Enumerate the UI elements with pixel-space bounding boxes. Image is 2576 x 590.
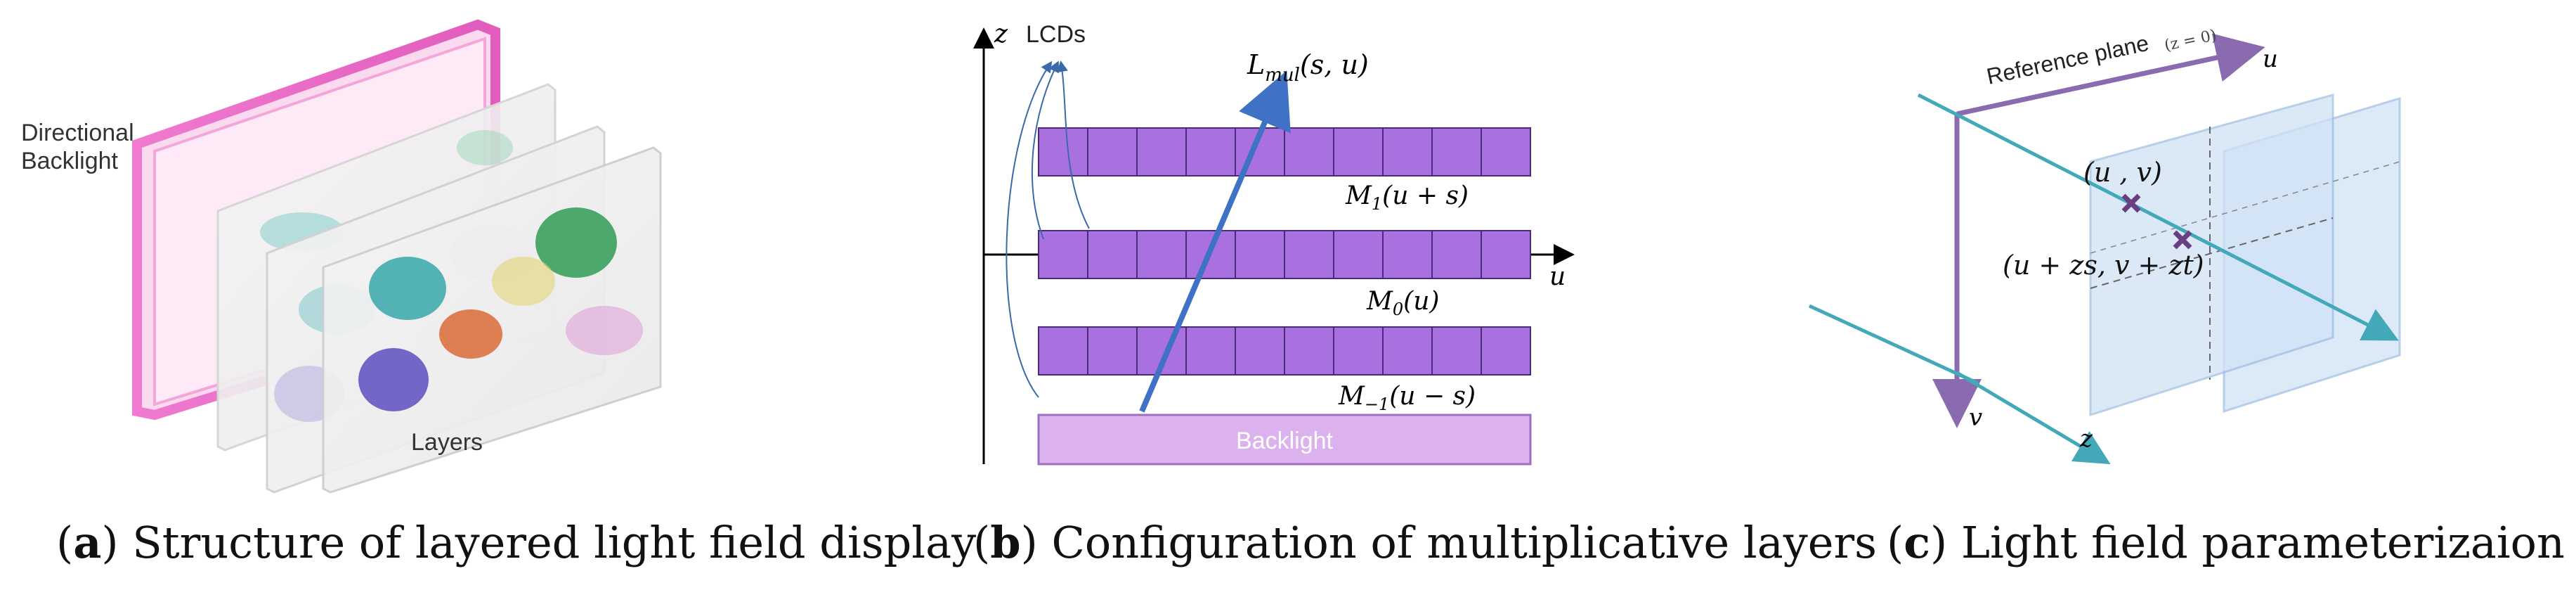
z-axis-arrow — [1956, 371, 2111, 465]
backlight-bar — [1037, 413, 1532, 466]
caption-a-letter: a — [73, 517, 102, 568]
layer-row-m1 — [1038, 127, 1531, 177]
u-axis-arrow — [1956, 33, 2265, 117]
lcds-label: LCDs — [1026, 21, 1086, 48]
point-uv-marker — [2121, 193, 2141, 213]
layer-cell — [1333, 230, 1384, 279]
light-ray — [1139, 70, 1291, 413]
layer-m1-label: M1(u + s) — [1345, 181, 1469, 214]
v-axis-label: v — [1969, 404, 1982, 432]
layer-cell — [1185, 127, 1236, 177]
layer-cell — [1185, 230, 1236, 279]
layer-cell — [1038, 326, 1088, 376]
lcd-pointer-middle — [1031, 60, 1059, 240]
layers-label: Layers — [411, 429, 483, 456]
backlight-label: Backlight — [1236, 428, 1334, 454]
backlight-label-line1: Directional — [21, 120, 134, 146]
z-axis-front — [1808, 304, 1979, 385]
layer-cell — [1038, 127, 1088, 177]
reference-plane-label: Reference plane — [1984, 30, 2151, 89]
caption-b: (b) Configuration of multiplicative laye… — [973, 517, 1877, 568]
point-shifted-marker — [2173, 230, 2192, 250]
parameterization-diagram: Reference plane (z = 0) u v z (u , v) (u… — [1808, 27, 2401, 465]
z-axis-label: z — [2079, 425, 2093, 453]
caption-b-letter: b — [990, 517, 1021, 568]
layer-cell — [1431, 230, 1482, 279]
layer-row-m-1 — [1038, 326, 1531, 376]
u-axis-label: u — [1549, 262, 1566, 291]
caption-a-text: Structure of layered light field display — [132, 517, 977, 568]
point-uv-label: (u , v) — [2083, 157, 2162, 188]
layer-cell — [1481, 230, 1531, 279]
layered-display-illustration: Directional Backlight Layers — [21, 19, 662, 494]
layer-cell — [1284, 230, 1334, 279]
layer-cell — [1038, 230, 1088, 279]
panel-b: z u Backlight LCDs Lmul(s, u) M1(u + s) … — [928, 0, 1877, 590]
grid-h — [2090, 217, 2334, 289]
u-axis-label: u — [2263, 45, 2278, 73]
caption-b-text: Configuration of multiplicative layers — [1051, 517, 1877, 568]
layer-cell — [1284, 326, 1334, 376]
layer-cell — [1481, 326, 1531, 376]
layer-cell — [1136, 127, 1187, 177]
layer-cell — [1333, 127, 1384, 177]
grid-h2 — [2090, 161, 2400, 254]
lcd-pointer-bottom — [1006, 60, 1053, 398]
layer-3 — [322, 146, 662, 494]
lcd-pointer-top — [1057, 60, 1090, 229]
layer-cell — [1431, 326, 1482, 376]
layer-cell — [1235, 230, 1285, 279]
ray-label: Lmul(s, u) — [1247, 49, 1369, 86]
backlight-label-line2: Backlight — [21, 148, 119, 174]
layer-cell — [1382, 326, 1433, 376]
layer-cell — [1333, 326, 1384, 376]
z-axis-label: z — [994, 20, 1008, 49]
layer-cell — [1382, 127, 1433, 177]
light-ray-line — [1917, 93, 2399, 341]
caption-c-text: Light field parameterizaion — [1960, 517, 2565, 568]
layer-cell — [1382, 230, 1433, 279]
front-plane — [2089, 94, 2334, 417]
layer-m-1-label: M−1(u − s) — [1338, 382, 1476, 414]
reference-plane-note: (z = 0) — [2163, 27, 2218, 55]
layer-cell — [1235, 326, 1285, 376]
layer-cell — [1087, 230, 1138, 279]
layer-cell — [1431, 127, 1482, 177]
layer-cell — [1087, 326, 1138, 376]
z-axis-helper — [1809, 114, 1957, 306]
layer-row-m0 — [1038, 230, 1531, 279]
layer-cell — [1136, 230, 1187, 279]
caption-a: (a) Structure of layered light field dis… — [56, 517, 977, 568]
caption-c-letter: c — [1904, 517, 1930, 568]
point-shifted-label: (u + zs, v + zt) — [2003, 250, 2204, 281]
panel-c: Reference plane (z = 0) u v z (u , v) (u… — [1806, 0, 2576, 590]
layer-cell — [1185, 326, 1236, 376]
panel-a: Directional Backlight Layers (a) Structu… — [0, 0, 976, 590]
layer-cell — [1087, 127, 1138, 177]
caption-c: (c) Light field parameterizaion — [1887, 517, 2565, 568]
layer-m0-label: M0(u) — [1366, 287, 1439, 319]
multiplicative-layers-diagram: z u Backlight LCDs Lmul(s, u) M1(u + s) … — [973, 20, 1575, 466]
layer-cell — [1481, 127, 1531, 177]
layer-cell — [1284, 127, 1334, 177]
